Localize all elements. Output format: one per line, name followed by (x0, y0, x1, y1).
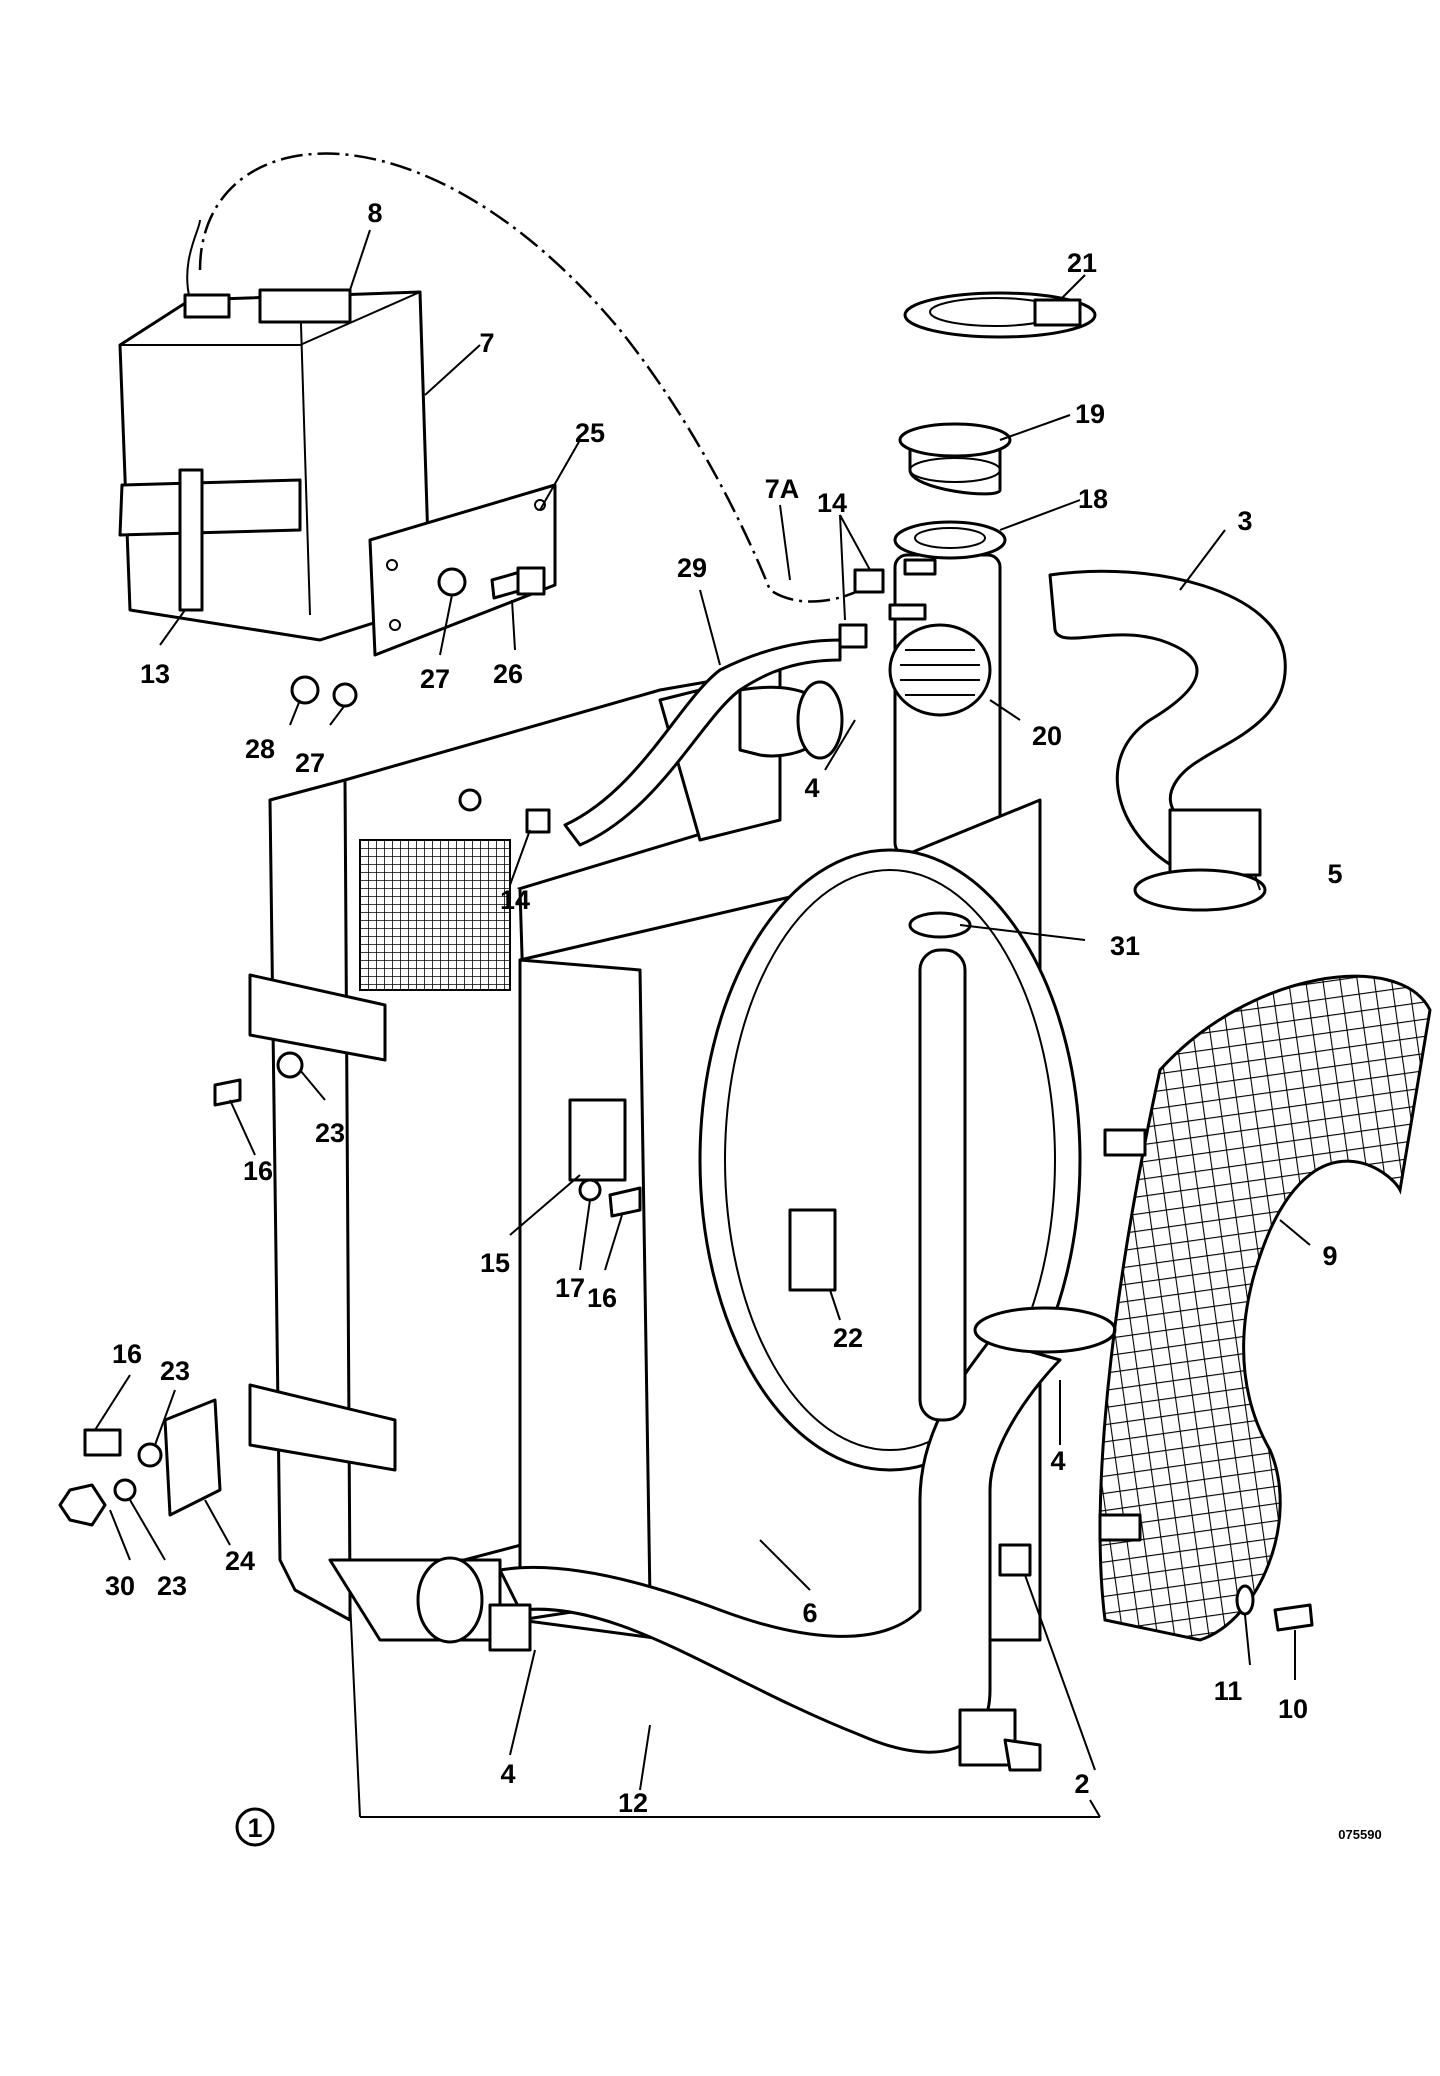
hose-clip-4-lower (488, 1603, 532, 1652)
radiator-core (359, 839, 511, 991)
callout-24: 24 (225, 1546, 255, 1576)
bolt-16-upper (213, 1078, 242, 1107)
callout-26: 26 (493, 659, 523, 689)
washer-23-upper (276, 1051, 304, 1079)
filler-cap-assembly (898, 291, 1097, 496)
fasteners (58, 568, 1314, 1632)
hose-clip-14-mid (838, 623, 868, 649)
overflow-hose-7a-dashed (198, 152, 861, 603)
callout-11: 11 (1214, 1676, 1243, 1706)
callout-15: 15 (480, 1248, 510, 1278)
callout-23b: 23 (160, 1356, 190, 1386)
vent-pipe (918, 948, 967, 1422)
callout-6: 6 (802, 1598, 817, 1628)
expansion-tank (118, 219, 432, 642)
callout-14b: 14 (500, 885, 530, 915)
callout-23a: 23 (315, 1118, 345, 1148)
nut-28 (290, 675, 320, 705)
callout-2: 2 (1074, 1769, 1089, 1799)
callout-10: 10 (1278, 1694, 1308, 1724)
callout-17: 17 (555, 1273, 585, 1303)
assembly-callout-1: 1 (235, 1807, 275, 1847)
tank-level-window (258, 288, 352, 324)
header-tank-label (888, 623, 992, 717)
washer-11 (1235, 1584, 1255, 1616)
cowl-bracket-15 (568, 1098, 627, 1182)
callout-7: 7 (479, 328, 494, 358)
leader-lines (94, 229, 1311, 1818)
callout-23c: 23 (157, 1571, 187, 1601)
mounting-bracket-upper (248, 973, 387, 1062)
bolt-16-cowl (608, 1186, 642, 1218)
hose-clip-5 (1133, 868, 1267, 912)
assembly-number: 1 (247, 1813, 262, 1843)
callout-14a: 14 (817, 488, 847, 518)
callout-16c: 16 (112, 1339, 142, 1369)
hose-clip-14-upper (853, 568, 885, 594)
radiator (248, 668, 844, 1644)
callout-8: 8 (367, 198, 382, 228)
hose-29 (563, 638, 842, 847)
radiator-outlet (416, 1556, 484, 1644)
washer-17 (578, 1178, 602, 1202)
hose-clip-31 (908, 911, 972, 939)
callout-27b: 27 (295, 748, 325, 778)
callout-13: 13 (140, 659, 170, 689)
callout-16a: 16 (243, 1156, 273, 1186)
fan-cowl (518, 798, 1082, 1642)
bolt-2 (998, 1543, 1032, 1577)
hose-3-end (1168, 808, 1262, 877)
callout-4b: 4 (1050, 1446, 1065, 1476)
hose-clip-4-upper (973, 1306, 1117, 1354)
callout-9: 9 (1322, 1241, 1337, 1271)
callout-labels: 8 7 25 13 27 26 28 27 21 19 7A 14 18 3 2… (105, 198, 1343, 1818)
callout-12: 12 (618, 1788, 648, 1818)
callout-29: 29 (677, 553, 707, 583)
callout-5: 5 (1327, 859, 1342, 889)
callout-28: 28 (245, 734, 275, 764)
mounting-bracket-lower (248, 1383, 397, 1472)
washer-27 (332, 682, 358, 708)
callout-16b: 16 (587, 1283, 617, 1313)
callout-25: 25 (575, 418, 605, 448)
callout-18: 18 (1078, 484, 1108, 514)
drain-plug (958, 1708, 1017, 1767)
callout-30: 30 (105, 1571, 135, 1601)
callout-31: 31 (1110, 931, 1140, 961)
tank-bracket (368, 483, 557, 657)
callout-7a: 7A (765, 474, 800, 504)
callout-21: 21 (1067, 248, 1097, 278)
bracket-24 (163, 1398, 222, 1517)
bottom-hose-12 (498, 1338, 1062, 1754)
callout-27a: 27 (420, 664, 450, 694)
callout-3: 3 (1237, 506, 1252, 536)
bolt-16-lower (83, 1428, 122, 1457)
nut-30 (58, 1483, 107, 1527)
figure-reference-code: 075590 (1338, 1827, 1381, 1842)
washer-23-lower (137, 1442, 163, 1468)
callout-4c: 4 (500, 1759, 515, 1789)
callout-22: 22 (833, 1323, 863, 1353)
washer-23-bottom (113, 1478, 137, 1502)
bolt-10 (1273, 1603, 1314, 1632)
fan-guard (1098, 974, 1432, 1642)
callout-4a: 4 (804, 773, 819, 803)
hose-clip-14-lower (525, 808, 551, 834)
callout-19: 19 (1075, 399, 1105, 429)
callout-20: 20 (1032, 721, 1062, 751)
